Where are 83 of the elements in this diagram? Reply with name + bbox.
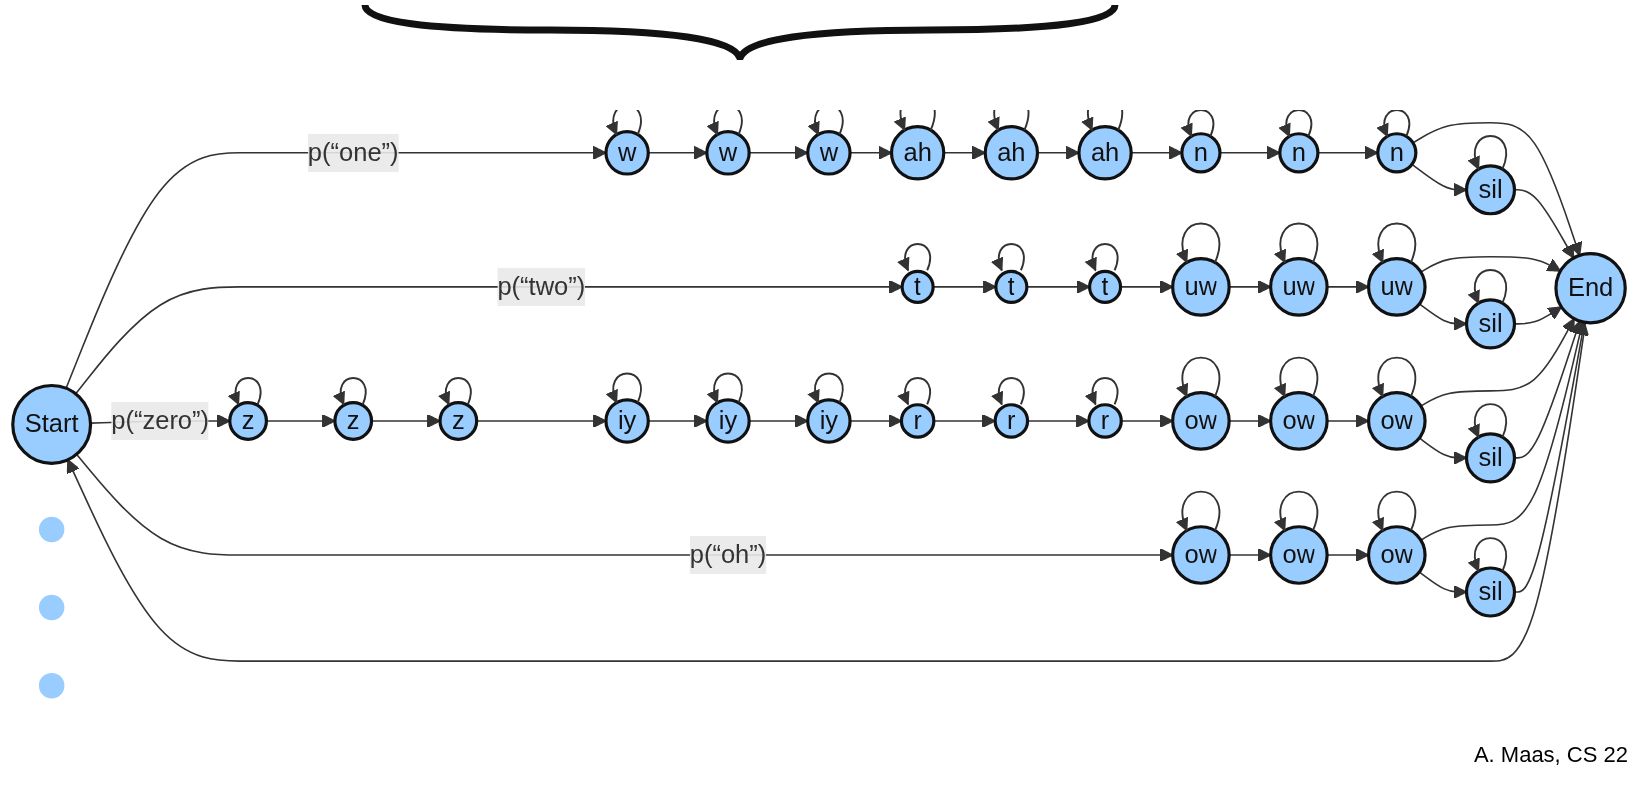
node-circle: z (228, 400, 269, 441)
self-loop-arrow (1468, 537, 1507, 573)
self-loop-arrow (898, 376, 931, 406)
node-circle: ah (1077, 124, 1133, 181)
node-circle: z (438, 400, 479, 441)
self-loop-arrow (1085, 242, 1119, 272)
self-loop-arrow (1468, 402, 1507, 439)
self-loop-arrow (1279, 109, 1313, 138)
node-circle: sil (1464, 566, 1517, 618)
node-circle: ow (1366, 390, 1427, 451)
node-circle: ow (1171, 390, 1231, 451)
self-loop-arrow (1274, 222, 1319, 264)
self-loop-arrow (1176, 222, 1221, 264)
node-circle: ow (1269, 390, 1329, 451)
node-circle: z (333, 400, 374, 441)
node-circle: iy (806, 398, 852, 444)
self-loop-arrow (707, 109, 743, 136)
node-circle: w (806, 129, 852, 176)
self-loop-arrow (991, 376, 1025, 406)
node-circle: uw (1366, 256, 1427, 317)
node-circle: w (604, 129, 650, 176)
credit-note: A. Maas, CS 22 (1473, 742, 1628, 768)
node-circle: n (1376, 132, 1418, 174)
node-circle: iy (705, 398, 751, 444)
self-loop-arrow (1372, 490, 1417, 532)
node-circle: t (900, 269, 935, 304)
self-loop-arrow (438, 376, 472, 406)
edge-label: p(“one”) (307, 138, 399, 166)
self-loop-arrow (988, 109, 1030, 132)
node-circle: ah (889, 124, 946, 181)
node-circle: r (993, 403, 1030, 439)
arrow (1420, 317, 1575, 407)
self-loop-arrow (228, 376, 262, 406)
self-loop-arrow (808, 372, 844, 404)
node-circle: sil (1464, 298, 1517, 350)
self-loop-arrow (333, 376, 367, 406)
self-loop-arrow (808, 109, 844, 136)
node-circle (38, 594, 65, 621)
node-circle (38, 516, 65, 542)
self-loop-arrow (894, 109, 936, 132)
edge-label: p(“two”) (497, 272, 586, 300)
self-loop-arrow (1468, 134, 1507, 170)
arrow (1412, 121, 1583, 256)
edge-label: p(“zero”) (111, 406, 210, 434)
self-loop-arrow (1377, 109, 1411, 138)
self-loop-arrow (1085, 376, 1119, 406)
self-loop-arrow (1468, 268, 1507, 305)
self-loop-arrow (1181, 109, 1215, 138)
node-circle: ow (1366, 525, 1427, 585)
self-loop-arrow (898, 242, 931, 272)
self-loop-arrow (606, 109, 642, 136)
node-circle: uw (1171, 256, 1231, 317)
self-loop-arrow (1372, 222, 1417, 264)
self-loop-arrow (606, 372, 642, 404)
node-circle: r (899, 403, 936, 439)
self-loop-arrow (991, 242, 1025, 272)
node-circle: n (1180, 132, 1222, 174)
node-circle (38, 672, 65, 699)
node-circle: w (705, 129, 751, 176)
node-circle: r (1087, 403, 1123, 439)
node-circle: t (994, 269, 1029, 304)
arrow (66, 321, 1587, 662)
node-circle: n (1278, 132, 1320, 174)
arrow (1420, 255, 1562, 273)
node-circle: uw (1269, 256, 1329, 317)
self-loop-arrow (1274, 490, 1319, 532)
node-circle: t (1087, 269, 1123, 304)
node-circle: End (1554, 251, 1627, 325)
node-circle: ah (983, 124, 1040, 181)
node-circle: sil (1464, 164, 1517, 216)
self-loop-arrow (1372, 356, 1417, 398)
self-loop-arrow (1176, 356, 1221, 398)
arrow (1420, 321, 1587, 541)
edge-label: p(“oh”) (689, 540, 767, 568)
self-loop-arrow (1274, 356, 1319, 398)
node-circle: sil (1464, 432, 1517, 484)
node-circle: iy (604, 398, 650, 444)
self-loop-arrow (1082, 109, 1123, 132)
node-circle: ow (1171, 525, 1231, 585)
node-circle: ow (1269, 525, 1329, 585)
self-loop-arrow (707, 372, 743, 404)
self-loop-arrow (1176, 490, 1221, 532)
node-circle: Start (11, 383, 93, 465)
